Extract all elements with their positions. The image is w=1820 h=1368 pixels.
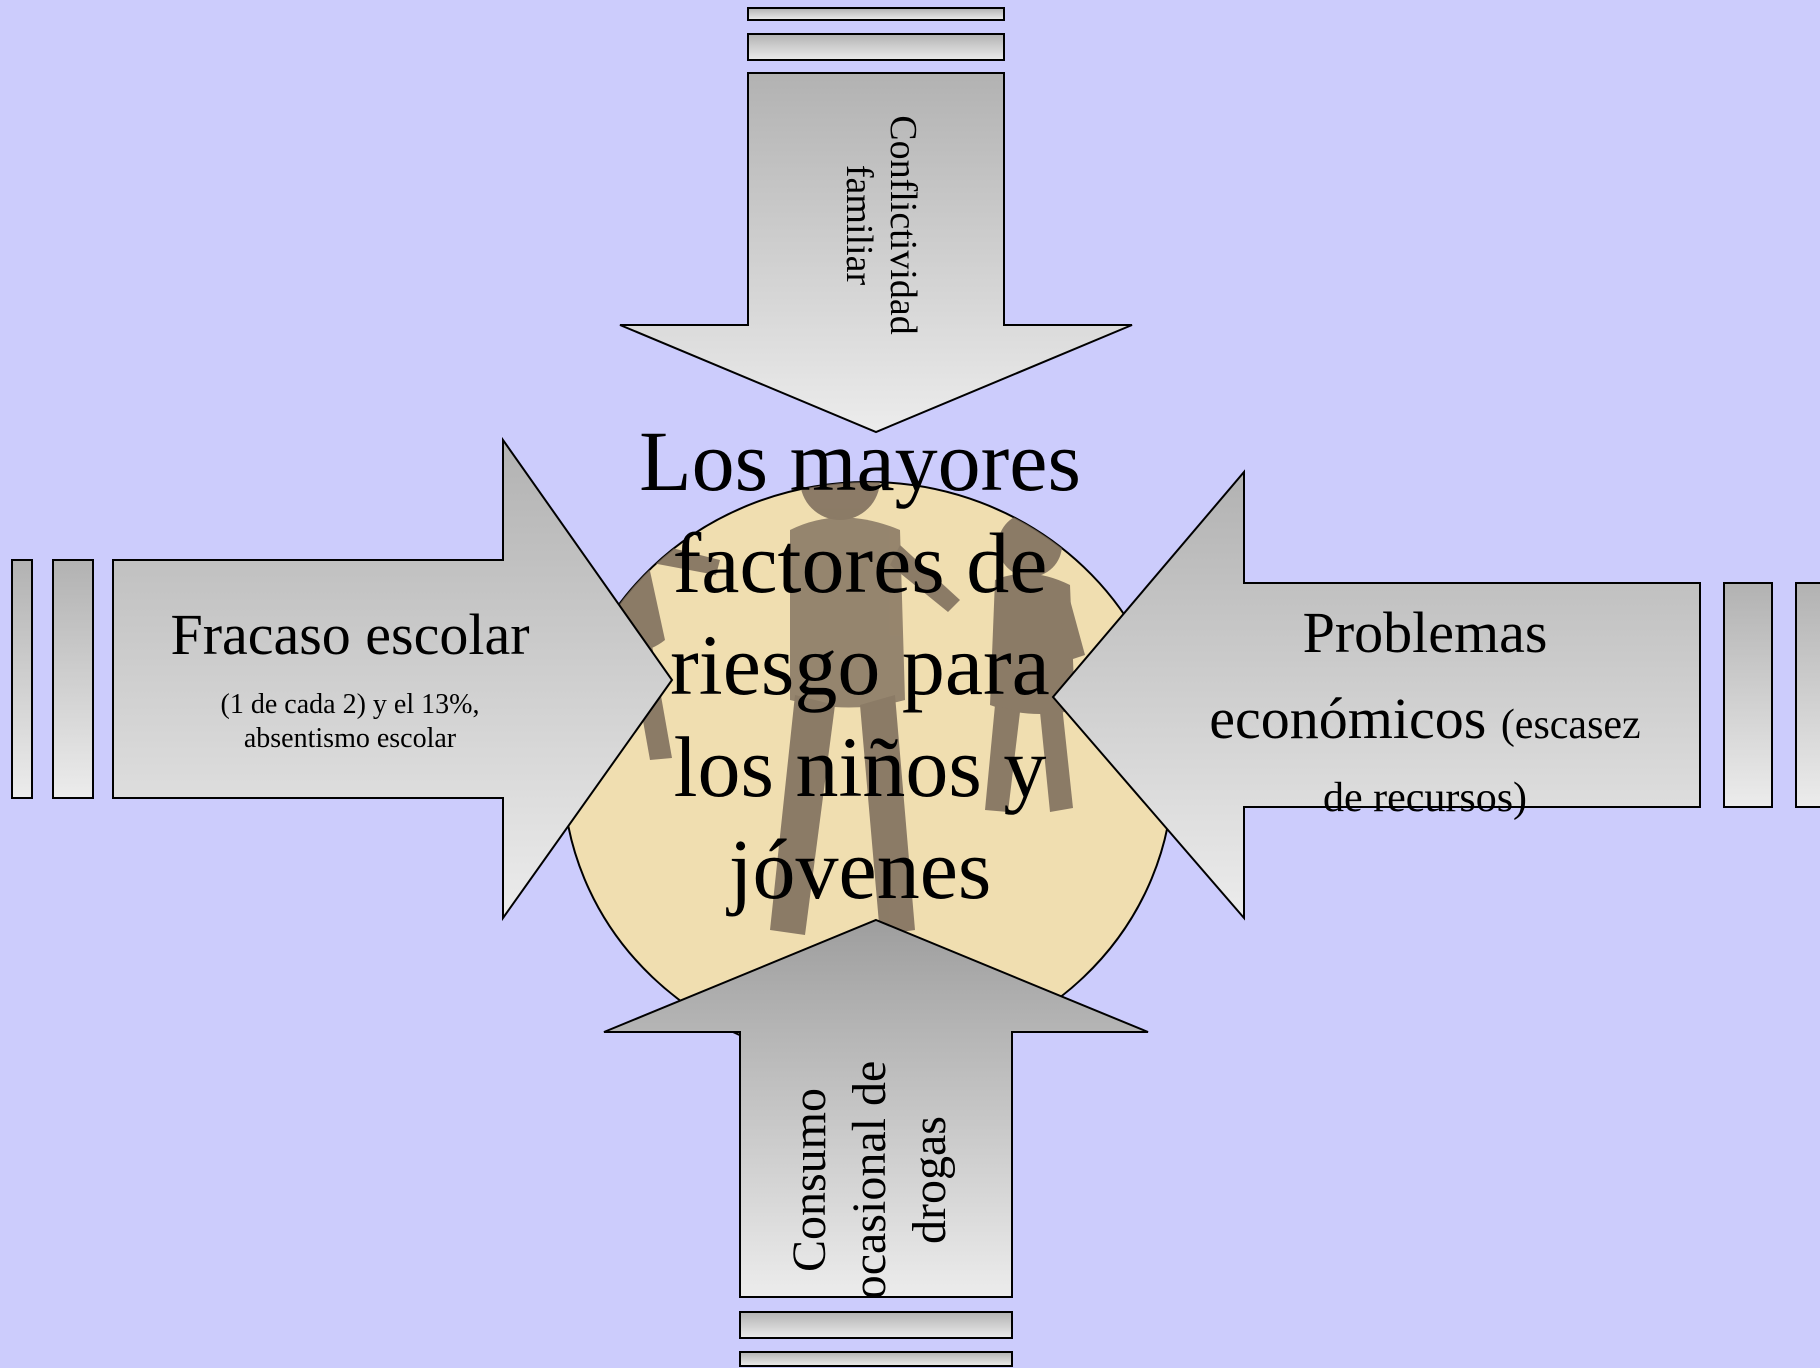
bottom-label-line: ocasional de [843,1060,896,1300]
left-arrow [11,436,674,922]
center-title-line: factores de [672,515,1048,611]
right-label-small: (escasez [1500,702,1641,748]
top-label-line: familiar [838,164,880,286]
center-title-line: riesgo para [670,617,1050,713]
center-title: Los mayores factores de riesgo para los … [600,410,1120,920]
top-arrow [619,7,1133,434]
left-arrow-subtitle: (1 de cada 2) y el 13%, absentismo escol… [110,688,590,756]
bottom-label-line: drogas [903,1116,956,1244]
bottom-arrow [603,918,1149,1367]
left-sub-line: (1 de cada 2) y el 13%, [220,689,480,720]
bottom-label-line: Consumo [783,1087,836,1273]
center-title-line: los niños y [673,719,1047,815]
right-label-main: económicos [1209,686,1487,751]
right-arrow [1051,469,1820,921]
right-label-line1: Problemas [1302,600,1548,665]
top-arrow-label: Conflictividad familiar [838,95,925,355]
top-label-line: Conflictividad [882,115,924,335]
bottom-arrow-label: Consumo ocasional de drogas [780,1000,956,1360]
right-arrow-label: Problemas económicos (escasez de recurso… [1160,590,1690,828]
center-title-line: jóvenes [728,821,992,917]
left-arrow-title: Fracaso escolar [170,602,530,667]
right-label-line2: económicos (escasez [1160,676,1690,768]
right-label-line3: de recursos) [1322,775,1528,821]
left-sub-line: absentismo escolar [243,723,457,754]
center-title-line: Los mayores [639,413,1081,509]
